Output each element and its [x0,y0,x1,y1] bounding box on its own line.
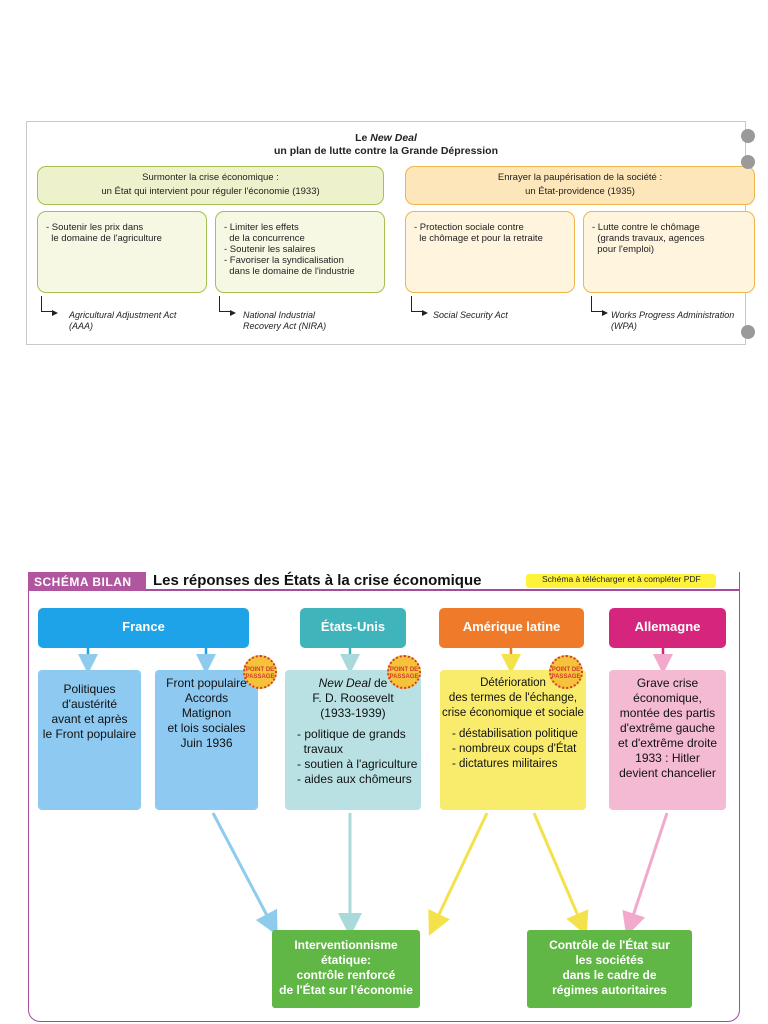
card-allemagne: Grave crise économique, montée des parti… [609,670,726,810]
schema-bilan-tag: SCHÉMA BILAN [28,572,146,591]
objective-social-line2: un État-providence (1935) [525,186,635,197]
title-underline [28,589,740,591]
card-france-austerity: Politiques d'austérité avant et après le… [38,670,141,810]
arrow-icon [411,296,428,316]
outcome-controle-societes: Contrôle de l'État sur les sociétés dans… [527,930,692,1008]
objective-economic-line2: un État qui intervient pour réguler l'éc… [101,186,320,197]
objective-social-box: Enrayer la paupérisation de la société :… [405,166,755,205]
arrow-diagonal-icon [211,812,278,936]
schema-bilan-frame [28,572,740,1022]
header-etats-unis: États-Unis [300,608,406,648]
point-de-passage-stamp: POINT DE PASSAGE [243,655,277,689]
header-france: France [38,608,249,648]
arrow-diagonal-icon [622,812,669,937]
arrow-diagonal-icon [532,812,589,937]
card-new-deal: New Deal de F. D. Roosevelt (1933-1939) … [285,670,421,810]
law-social-security-act: Social Security Act [433,310,508,320]
arrow-icon [219,296,236,316]
arrow-icon [591,296,608,316]
objective-social-line1: Enrayer la paupérisation de la société : [497,172,663,183]
outcome-interventionnisme: Interventionnisme étatique: contrôle ren… [272,930,420,1008]
new-deal-title: Le New Deal [355,132,417,144]
point-de-passage-stamp: POINT DE PASSAGE [387,655,421,689]
objective-economic-line1: Surmonter la crise économique : [142,172,279,183]
law-nira: National Industrial Recovery Act (NIRA) [243,310,327,331]
point-de-passage-stamp: POINT DE PASSAGE [549,655,583,689]
schema-bilan-title: Les réponses des États à la crise économ… [153,572,482,589]
header-amerique-latine: Amérique latine [439,608,584,648]
amerique-latine-bullets: déstabilisation politique nombreux coups… [440,727,586,772]
download-note[interactable]: Schéma à télécharger et à compléter PDF [526,574,716,588]
objective-economic-box: Surmonter la crise économique : un État … [37,166,384,205]
header-allemagne: Allemagne [609,608,726,648]
card-amerique-latine: Détérioration des termes de l'échange, c… [440,670,586,810]
edge-dot-icon [741,129,755,143]
new-deal-subtitle: un plan de lutte contre la Grande Dépres… [273,145,499,157]
law-wpa: Works Progress Administration (WPA) [611,310,735,331]
law-aaa: Agricultural Adjustment Act (AAA) [69,310,177,331]
measure-unemployment-box: - Lutte contre le chômage (grands travau… [583,211,755,293]
measure-agriculture-box: - Soutenir les prix dans le domaine de l… [37,211,207,293]
arrow-diagonal-icon [428,812,489,936]
arrow-icon [41,296,58,316]
measure-social-protection-box: - Protection sociale contre le chômage e… [405,211,575,293]
measure-industry-box: - Limiter les effets de la concurrence -… [215,211,385,293]
card-france-front-populaire: Front populaire Accords Matignon et lois… [155,670,258,810]
edge-dot-icon [741,325,755,339]
edge-dot-icon [741,155,755,169]
new-deal-diagram: Le New Deal un plan de lutte contre la G… [26,121,755,345]
new-deal-bullets: politique de grands travaux soutien à l'… [285,727,421,787]
